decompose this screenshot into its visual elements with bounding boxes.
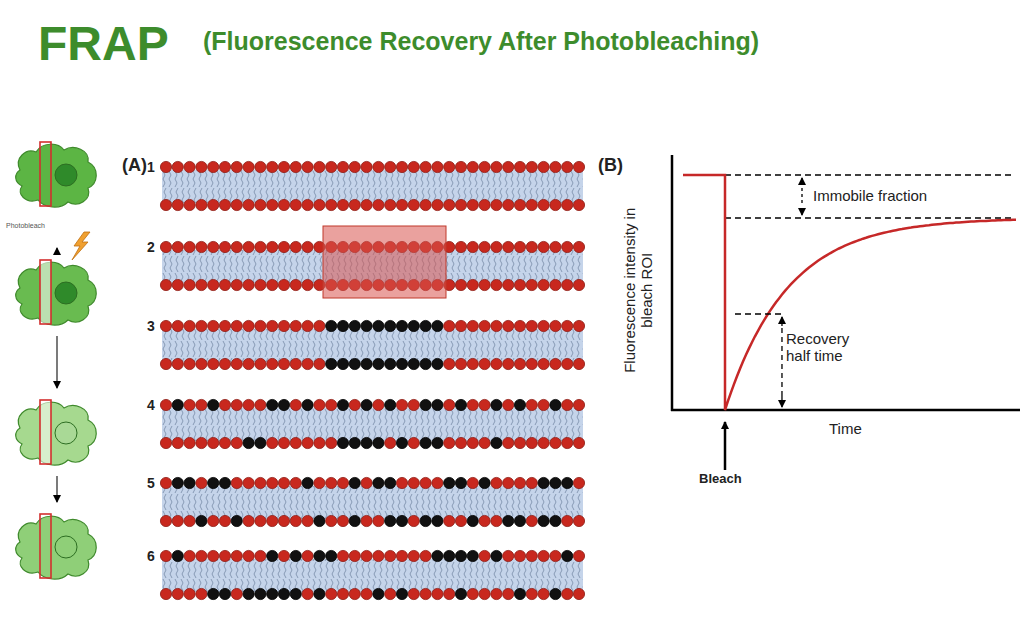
recovery-graph <box>671 155 1020 470</box>
row-number: 6 <box>147 548 155 564</box>
row-number: 3 <box>147 318 155 334</box>
row-number: 5 <box>147 475 155 491</box>
bleach-region <box>323 226 446 298</box>
title: FRAP <box>38 16 169 71</box>
subtitle: (Fluorescence Recovery After Photobleach… <box>203 27 759 56</box>
row-number: 2 <box>147 239 155 255</box>
row-number: 1 <box>147 159 155 175</box>
cell-sequence <box>16 142 97 579</box>
annotation: Immobile fraction <box>813 187 927 204</box>
annotation: Recovery half time <box>786 330 876 365</box>
annotation: Bleach <box>699 472 742 487</box>
row-number: 4 <box>147 397 155 413</box>
panel-label: (A) <box>122 155 147 176</box>
axis-label: Fluorescence intensity in bleach ROI <box>621 203 656 378</box>
axis-label: Time <box>829 420 862 437</box>
membrane-rows <box>160 161 584 599</box>
step-label: Photobleach <box>6 222 45 230</box>
panel-label: (B) <box>598 155 623 176</box>
